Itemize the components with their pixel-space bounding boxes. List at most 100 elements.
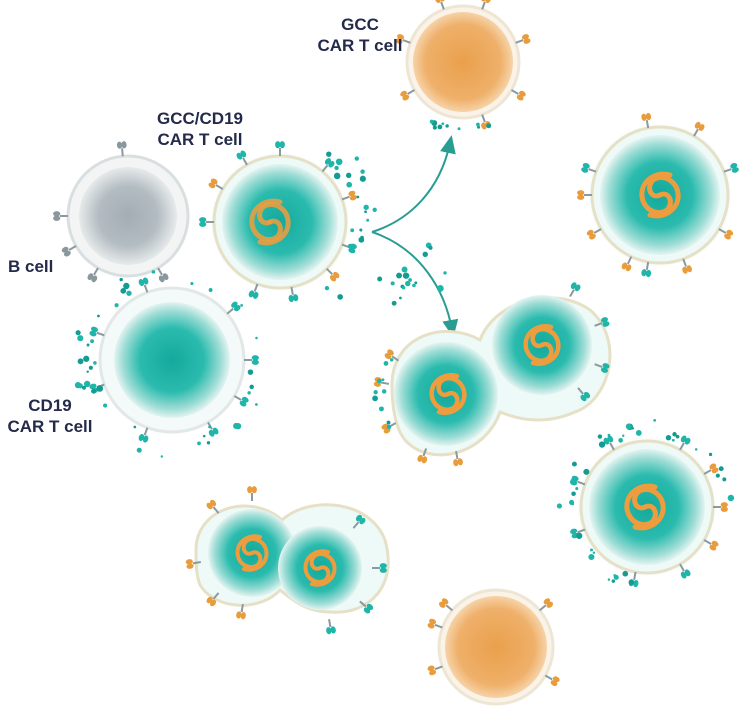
cytokine-dot <box>255 336 258 340</box>
cytokine-dot <box>556 503 562 509</box>
label-cd19-line2: CAR T cell <box>7 417 93 436</box>
receptor-icon <box>439 598 453 612</box>
label-gcc-cd19-line2: CAR T cell <box>157 130 243 149</box>
receptor-icon <box>693 121 705 137</box>
receptor-icon <box>207 421 219 437</box>
receptor-icon <box>87 267 99 283</box>
cytokine-dot <box>571 461 577 467</box>
label-b-cell: B cell <box>8 257 54 276</box>
cytokine-dot <box>335 158 343 166</box>
cytokine-dot <box>346 181 353 188</box>
cytokine-dot <box>202 434 206 438</box>
cytokine-dot <box>671 438 675 442</box>
cytokine-dot <box>396 272 403 279</box>
cytokine-dot <box>437 124 443 130</box>
cytokine-dot <box>86 370 89 373</box>
cytokine-dot <box>401 285 406 290</box>
label-cd19-line1: CD19 <box>28 396 72 415</box>
cytokine-dot <box>206 441 211 445</box>
cytokine-dot <box>628 579 635 585</box>
cytokine-dot <box>722 477 727 482</box>
cytokine-dot <box>126 290 132 296</box>
cytokine-dot <box>694 448 698 451</box>
cytokine-dot <box>114 303 119 308</box>
label-gcc-cd19-line1: GCC/CD19 <box>157 109 243 128</box>
receptor-icon <box>539 598 553 612</box>
receptor-icon <box>723 163 739 173</box>
cytokine-dot <box>83 355 90 362</box>
cytokine-dot <box>133 425 137 429</box>
cytokine-dot <box>390 281 395 286</box>
receptor-icon <box>641 261 652 278</box>
spiral-icon <box>249 198 291 246</box>
cytokine-dot <box>672 432 677 437</box>
cytokine-dot <box>590 548 593 552</box>
cytokine-dot <box>74 381 82 389</box>
cytokine-dot <box>665 434 672 441</box>
arrow-to-dividing-cell <box>371 231 459 338</box>
cytokine-dot <box>457 127 461 131</box>
cytokine-dot <box>389 358 394 362</box>
cytokine-dot <box>83 380 91 388</box>
receptor-icon <box>226 301 241 315</box>
cytokine-dot <box>82 385 86 390</box>
cytokine-dot <box>123 282 130 290</box>
cytokine-dot <box>364 210 367 214</box>
cytokine-dot <box>613 574 617 577</box>
label-gcc-cart-line1: GCC <box>341 15 379 34</box>
cytokine-dot <box>91 388 97 394</box>
receptor-icon <box>53 211 68 221</box>
cytokine-dot <box>233 422 240 430</box>
label-cd19-cart: CD19 CAR T cell <box>0 395 100 437</box>
receptor-icon <box>400 89 416 101</box>
receptor-icon <box>594 317 610 327</box>
cytokine-dot <box>476 122 480 127</box>
cytokine-dot <box>386 424 392 430</box>
cytokine-dot <box>408 278 412 282</box>
receptor-icon <box>138 277 149 293</box>
spiral-icon <box>429 372 467 416</box>
cytokine-dot <box>598 441 606 448</box>
cytokine-dot <box>607 433 611 437</box>
receptor-icon <box>199 217 214 227</box>
cytokine-dot <box>708 452 713 457</box>
receptor-icon <box>594 363 610 373</box>
b-cell <box>66 154 190 278</box>
receptor-icon <box>61 245 77 257</box>
cytokine-dot <box>576 532 583 539</box>
receptor-icon <box>206 499 220 514</box>
receptor-icon <box>116 141 127 157</box>
receptor-icon <box>718 228 734 240</box>
cytokine-dot <box>718 466 724 472</box>
cytokine-dot <box>151 270 156 274</box>
cytokine-dot <box>372 207 377 212</box>
cytokine-dot <box>97 314 100 318</box>
cytokine-dot <box>597 434 603 439</box>
cytokine-dot <box>359 175 366 182</box>
cytokine-dot <box>93 361 97 365</box>
cytokine-dot <box>422 251 428 258</box>
gcc-cart-cell-bottom <box>437 588 555 706</box>
cytokine-dot <box>675 434 680 439</box>
cytokine-dot <box>240 303 244 307</box>
cytokine-dot <box>622 570 629 577</box>
receptor-icon <box>586 228 602 240</box>
receptor-icon <box>510 89 526 101</box>
cytokine-dot <box>445 124 449 128</box>
cytokine-dot <box>391 300 397 306</box>
cytokine-dot <box>575 487 579 491</box>
cytokine-dot <box>247 369 254 375</box>
dual-cart-cell-right-top <box>588 123 732 267</box>
cytokine-dot <box>119 277 123 282</box>
cytokine-dot <box>197 441 201 446</box>
receptor-icon <box>138 427 149 443</box>
cytokine-dot <box>334 165 339 171</box>
cytokine-dot <box>77 335 84 342</box>
cytokine-dot <box>333 172 341 180</box>
cytokine-dot <box>359 228 363 232</box>
cytokine-dot <box>358 236 365 243</box>
receptor-icon <box>248 283 259 299</box>
receptor-icon <box>703 463 719 475</box>
receptor-icon <box>321 158 335 173</box>
receptor-icon <box>359 600 374 614</box>
